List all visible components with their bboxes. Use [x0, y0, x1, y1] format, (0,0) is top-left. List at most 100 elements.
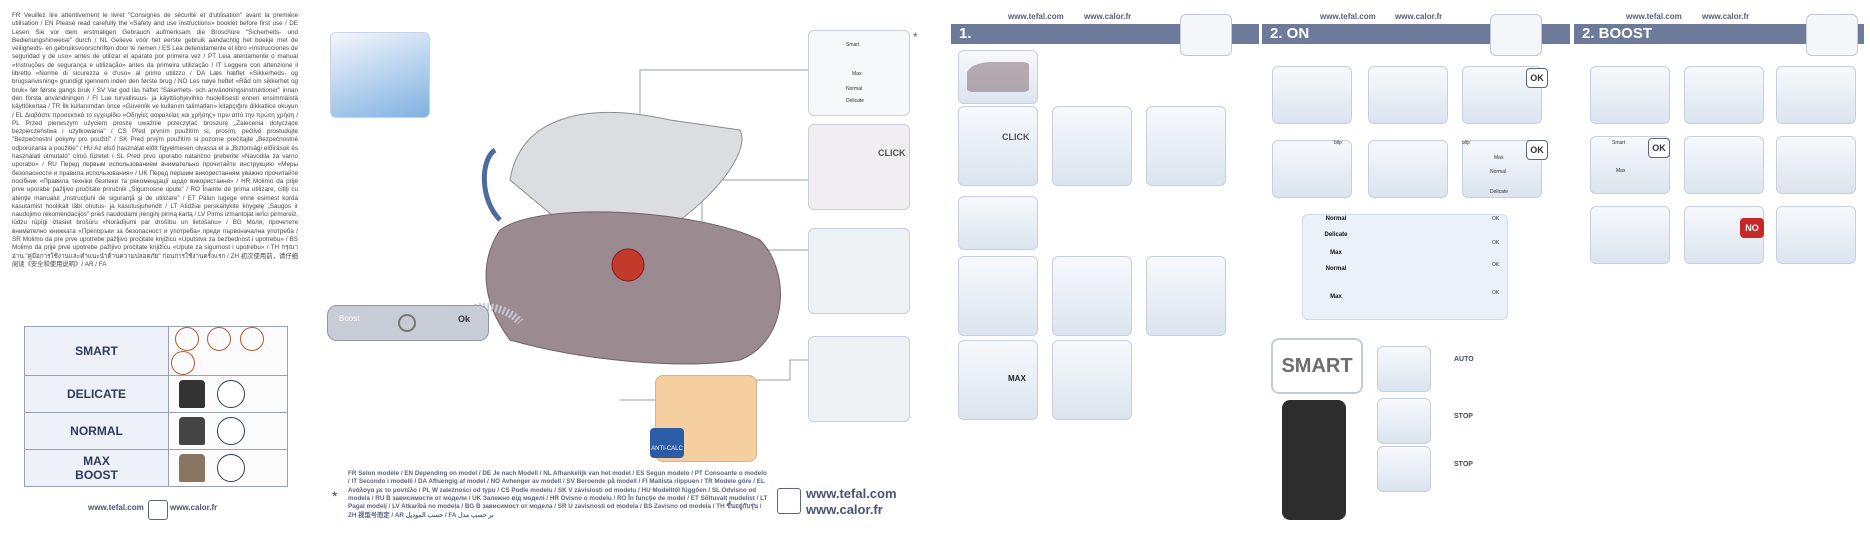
tefal-link[interactable]: www.tefal.com: [88, 503, 144, 512]
fabric-icon: [207, 327, 232, 351]
section-1-step-5: [958, 196, 1038, 250]
section-1-step-10: [1052, 340, 1132, 420]
click-label: CLICK: [878, 148, 906, 158]
dial-delicate: Delicate: [846, 98, 865, 104]
on-step-2: [1368, 66, 1448, 124]
section-2-icon: [1490, 14, 1542, 56]
mode-label-smart: SMART: [24, 326, 169, 376]
mode-icons-delicate: [168, 375, 288, 413]
tefal-link[interactable]: www.tefal.com: [806, 486, 897, 501]
section-1-step-7: [1052, 256, 1132, 336]
download-icon: [148, 500, 168, 520]
mode-row-max-boost: MAX BOOST: [24, 449, 288, 487]
stop-label: STOP: [1454, 413, 1473, 420]
grid-label: Max: [1330, 294, 1342, 300]
section-2-boost-title: 2. BOOST: [1574, 24, 1864, 44]
grid-ok: OK: [1492, 290, 1500, 296]
boost-step-9: [1776, 206, 1856, 264]
mode-label-normal: NORMAL: [24, 412, 169, 450]
boost-step-1: [1590, 66, 1670, 124]
fabric-icon: [239, 327, 264, 351]
calor-link[interactable]: www.calor.fr: [170, 503, 218, 512]
boost-step-5: [1684, 136, 1764, 194]
dial-max: Max: [852, 71, 862, 77]
on-step-5: [1368, 140, 1448, 198]
mode-label-delicate: DELICATE: [24, 375, 169, 413]
section-1-link-calor[interactable]: www.calor.fr: [1084, 12, 1132, 21]
boost-step-3: [1776, 66, 1856, 124]
safety-instructions: FR Veuillez lire attentivement le livret…: [12, 12, 298, 268]
steam-generator-illustration: [456, 69, 808, 441]
power-indicator: [611, 248, 645, 282]
mode-icons-smart: [168, 326, 288, 376]
grid-ok: OK: [1492, 262, 1500, 268]
ok-badge: OK: [1526, 68, 1548, 88]
section-1-step-1: [958, 50, 1038, 104]
asterisk-note: *: [913, 30, 918, 44]
download-icon: [777, 488, 801, 514]
blip-label-2: blip: [1462, 140, 1470, 146]
on-step-4: [1272, 140, 1352, 198]
section-1-step-3: [1052, 106, 1132, 186]
base-station: [485, 211, 781, 365]
section-3-icon: [1806, 14, 1858, 56]
section-2-link-tefal[interactable]: www.tefal.com: [1320, 12, 1376, 21]
mode-row-smart: SMART: [24, 326, 288, 376]
trousers-icon: [179, 454, 205, 482]
tshirt-icon: [179, 380, 205, 408]
smart-step-2: [1377, 398, 1431, 444]
grid-label: Normal: [1325, 266, 1347, 272]
section-1-step-9: [958, 340, 1038, 420]
max-label: MAX: [1008, 374, 1026, 383]
mode-grid: [1302, 214, 1508, 320]
mode-table: SMART DELICATE NORMAL MAX BOOST: [24, 326, 288, 487]
section-1-step-4: [1146, 106, 1226, 186]
boost-smart-label: Smart: [1612, 140, 1626, 146]
grid-label: Normal: [1325, 216, 1347, 222]
shirt-icon: [179, 417, 205, 445]
section-2-link-calor[interactable]: www.calor.fr: [1395, 12, 1443, 21]
boost-step-7: [1590, 206, 1670, 264]
iron-handle: [481, 147, 502, 222]
iron-dial-icon: [217, 380, 246, 408]
section-1-icon: [1180, 14, 1232, 56]
stop-label-2: STOP: [1454, 461, 1473, 468]
fabric-icon: [175, 327, 199, 351]
dial-normal-label: Normal: [1490, 169, 1507, 175]
grid-label: Delicate: [1324, 232, 1348, 238]
mode-label-max-boost: MAX BOOST: [24, 449, 169, 487]
iron-steam-thumb: [330, 32, 430, 118]
calor-link[interactable]: www.calor.fr: [806, 502, 883, 517]
iron-dial-icon: [217, 417, 246, 445]
mode-row-delicate: DELICATE: [24, 375, 288, 413]
section-3-link-calor[interactable]: www.calor.fr: [1702, 12, 1750, 21]
blip-label: blip: [1334, 140, 1342, 146]
boost-max-label: Max: [1616, 168, 1626, 174]
power-icon[interactable]: [398, 314, 416, 332]
ok-button[interactable]: Ok: [458, 314, 471, 324]
section-3-link-tefal[interactable]: www.tefal.com: [1626, 12, 1682, 21]
mode-icons-normal: [168, 412, 288, 450]
soleplate-illustration: [1282, 400, 1346, 520]
insert-thumb: [808, 336, 910, 422]
mode-icons-max-boost: [168, 449, 288, 487]
boost-button[interactable]: Boost: [339, 314, 360, 323]
fabric-cross-icon: [171, 351, 195, 375]
mode-row-normal: NORMAL: [24, 412, 288, 450]
click-thumb: [808, 124, 910, 210]
click-label-2: CLICK: [1002, 132, 1030, 142]
section-1-step-8: [1146, 256, 1226, 336]
dial-normal: Normal: [846, 86, 863, 92]
boost-step-2: [1684, 66, 1764, 124]
on-step-1: [1272, 66, 1352, 124]
dial-max-label: Max: [1494, 155, 1504, 161]
anti-calc-badge: ANTI-CALC: [650, 428, 684, 458]
boost-ok-badge: OK: [1648, 138, 1670, 158]
section-1-step-6: [958, 256, 1038, 336]
no-badge: NO: [1740, 218, 1764, 238]
models-asterisk: *: [332, 488, 338, 504]
grid-ok: OK: [1492, 216, 1500, 222]
section-1-link-tefal[interactable]: www.tefal.com: [1008, 12, 1064, 21]
dial-thumb: [808, 30, 910, 116]
smart-step-1: [1377, 346, 1431, 392]
